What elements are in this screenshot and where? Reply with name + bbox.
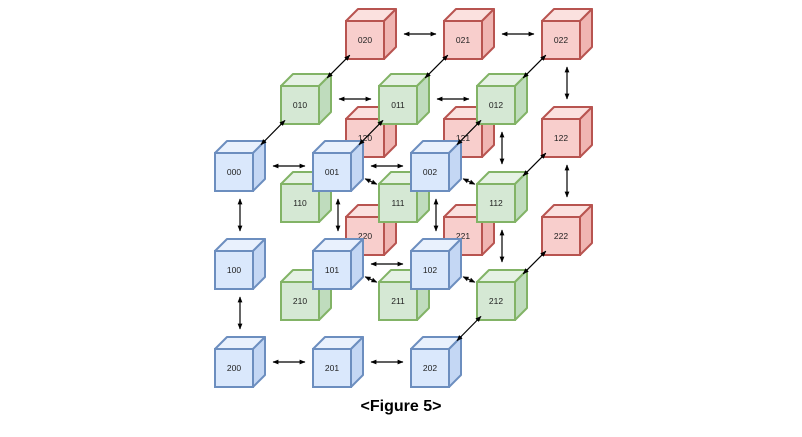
cube-front-face bbox=[214, 250, 254, 290]
cube-front-face bbox=[345, 20, 385, 60]
cube-node: 022 bbox=[541, 8, 593, 60]
cube-label: 211 bbox=[391, 296, 405, 306]
connection-arrow bbox=[358, 119, 384, 146]
cube-node: 222 bbox=[541, 204, 593, 256]
cube-label: 111 bbox=[392, 198, 405, 208]
cube-label: 000 bbox=[227, 167, 241, 177]
cube-node: 002 bbox=[410, 140, 462, 192]
cube-front-face bbox=[312, 348, 352, 388]
cube-node: 000 bbox=[214, 140, 266, 192]
cube-front-face bbox=[541, 216, 581, 256]
cube-front-face bbox=[214, 348, 254, 388]
connection-arrow bbox=[456, 119, 482, 146]
cube-node: 011 bbox=[378, 73, 430, 125]
cube-lattice-diagram: 020021022120121122220221222 010011012110… bbox=[214, 8, 593, 388]
layer-blue-cubes: 000 001 002 100 101 102 200 201 202 bbox=[214, 140, 462, 388]
cube-label: 100 bbox=[227, 265, 241, 275]
cube-node: 021 bbox=[443, 8, 495, 60]
connection-arrow bbox=[456, 315, 482, 342]
cube-node: 202 bbox=[410, 336, 462, 388]
cube-node: 001 bbox=[312, 140, 364, 192]
cube-node: 112 bbox=[476, 171, 528, 223]
connection-arrow bbox=[424, 54, 449, 79]
cube-label: 201 bbox=[325, 363, 339, 373]
cube-label: 101 bbox=[325, 265, 339, 275]
cube-label: 011 bbox=[391, 100, 405, 110]
cube-label: 110 bbox=[293, 198, 307, 208]
connection-arrow bbox=[522, 250, 547, 275]
cube-node: 212 bbox=[476, 269, 528, 321]
cube-label: 112 bbox=[489, 198, 503, 208]
connection-arrow bbox=[462, 276, 476, 283]
cube-node: 200 bbox=[214, 336, 266, 388]
cube-node: 122 bbox=[541, 106, 593, 158]
cube-label: 002 bbox=[423, 167, 437, 177]
cube-front-face bbox=[541, 118, 581, 158]
cube-front-face bbox=[443, 20, 483, 60]
cube-label: 022 bbox=[554, 35, 568, 45]
cube-label: 010 bbox=[293, 100, 307, 110]
cube-label: 210 bbox=[293, 296, 307, 306]
cube-label: 202 bbox=[423, 363, 437, 373]
figure-caption: <Figure 5> bbox=[360, 398, 442, 415]
cube-node: 201 bbox=[312, 336, 364, 388]
edges-green-blue bbox=[326, 54, 547, 275]
connection-arrow bbox=[522, 152, 547, 177]
cube-node: 020 bbox=[345, 8, 397, 60]
cube-front-face bbox=[280, 85, 320, 125]
edges-red-green bbox=[403, 31, 570, 198]
cube-label: 001 bbox=[325, 167, 339, 177]
cube-label: 200 bbox=[227, 363, 241, 373]
connection-arrow bbox=[462, 178, 476, 185]
connection-arrow bbox=[522, 54, 547, 79]
cube-front-face bbox=[312, 250, 352, 290]
connection-arrow bbox=[364, 178, 378, 185]
connection-arrow bbox=[260, 119, 286, 146]
cube-front-face bbox=[541, 20, 581, 60]
cube-front-face bbox=[476, 183, 516, 223]
cube-front-face bbox=[214, 152, 254, 192]
cube-front-face bbox=[378, 281, 418, 321]
cube-front-face bbox=[476, 85, 516, 125]
connection-arrow bbox=[326, 54, 351, 79]
cube-front-face bbox=[378, 183, 418, 223]
cube-front-face bbox=[410, 250, 450, 290]
cube-front-face bbox=[410, 348, 450, 388]
cube-node: 010 bbox=[280, 73, 332, 125]
cube-node: 100 bbox=[214, 238, 266, 290]
connection-arrow bbox=[364, 276, 378, 283]
cube-label: 221 bbox=[456, 231, 470, 241]
cube-label: 012 bbox=[489, 100, 503, 110]
cube-node: 101 bbox=[312, 238, 364, 290]
cube-label: 222 bbox=[554, 231, 568, 241]
cube-label: 220 bbox=[358, 231, 372, 241]
cube-front-face bbox=[312, 152, 352, 192]
cube-label: 020 bbox=[358, 35, 372, 45]
cube-node: 012 bbox=[476, 73, 528, 125]
cube-label: 021 bbox=[456, 35, 470, 45]
cube-front-face bbox=[378, 85, 418, 125]
edges-front bbox=[237, 119, 482, 365]
cube-label: 122 bbox=[554, 133, 568, 143]
cube-front-face bbox=[476, 281, 516, 321]
cube-node: 102 bbox=[410, 238, 462, 290]
cube-label: 212 bbox=[489, 296, 503, 306]
cube-label: 102 bbox=[423, 265, 437, 275]
cube-front-face bbox=[410, 152, 450, 192]
